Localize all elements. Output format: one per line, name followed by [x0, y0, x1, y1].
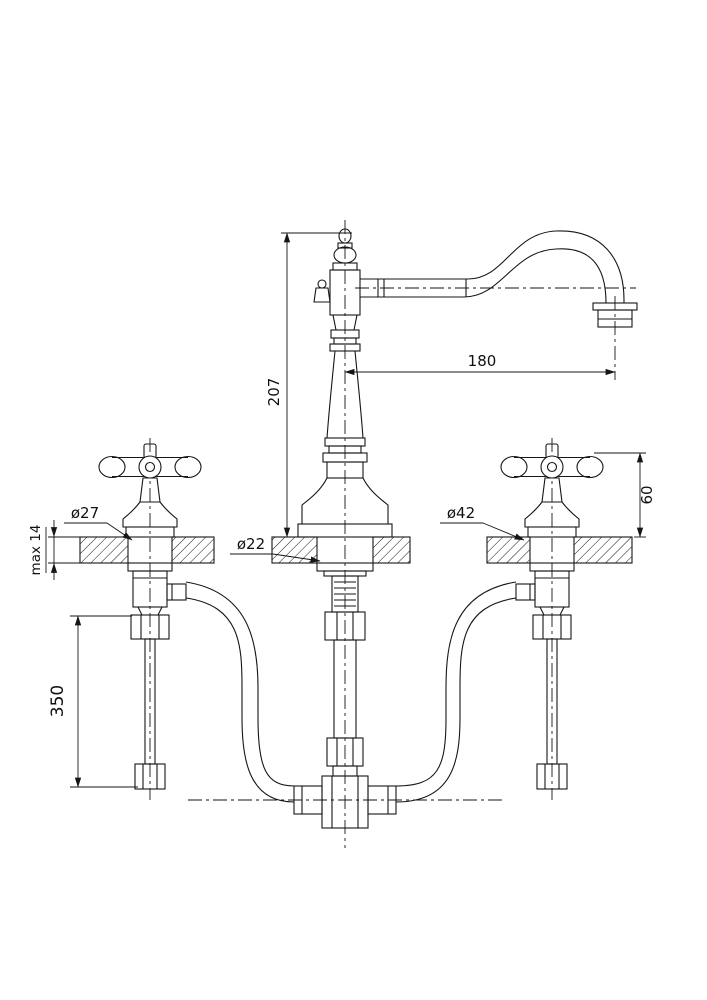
centerlines: [149, 220, 636, 848]
dimension-handle-height: 60: [594, 452, 656, 538]
dimension-supply-length: 350: [48, 615, 138, 788]
left-handle-assembly: [98, 443, 202, 790]
dimension-deck-thickness: max 14: [28, 520, 82, 580]
leader-hole-left: ø27: [64, 504, 133, 541]
right-handle-assembly: [500, 443, 604, 790]
dimension-spout-height: 207: [265, 232, 352, 538]
left-hose: [185, 581, 295, 803]
dimension-label-180: 180: [468, 352, 497, 370]
leader-escutcheon-right: ø42: [440, 504, 525, 541]
dimension-label-60: 60: [638, 485, 656, 504]
dimension-label-dia42: ø42: [447, 504, 475, 522]
aerator: [592, 302, 638, 328]
dimension-label-dia22: ø22: [237, 535, 265, 553]
mounting-deck: [79, 536, 633, 564]
dimension-spout-reach: 180: [344, 352, 616, 376]
center-shank-and-tee: [293, 562, 397, 829]
leader-hole-center: ø22: [230, 535, 321, 563]
dimension-label-350: 350: [48, 685, 68, 717]
dimension-label-max14: max 14: [28, 525, 44, 576]
right-hose: [395, 581, 517, 803]
swan-neck-spout: [360, 230, 638, 328]
dimension-label-dia27: ø27: [71, 504, 99, 522]
dimension-label-207: 207: [265, 378, 283, 407]
